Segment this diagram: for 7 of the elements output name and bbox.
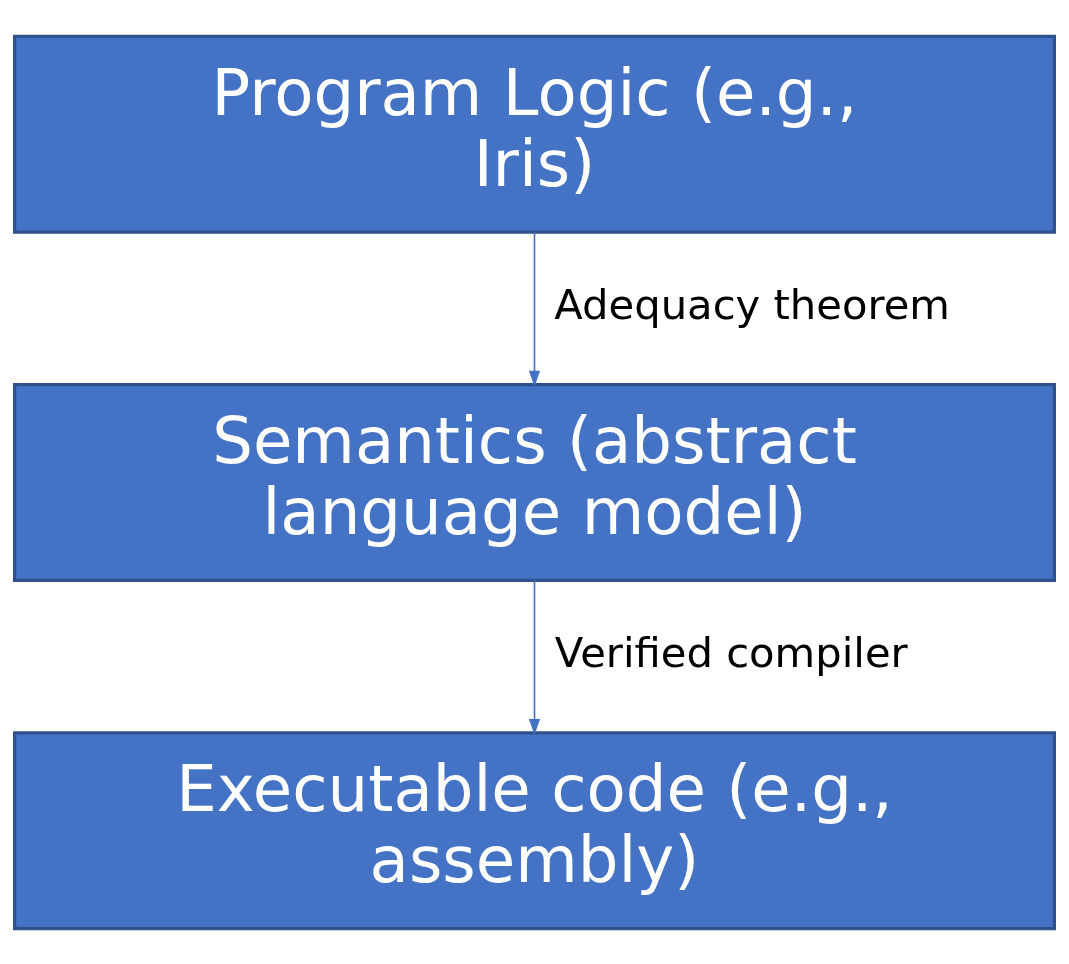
node-box: Executable code (e.g., assembly) <box>13 730 1056 930</box>
arrow <box>528 231 541 387</box>
edge-label: Adequacy theorem <box>554 279 950 329</box>
node-box: Semantics (abstract language model) <box>13 382 1056 582</box>
node-box: Program Logic (e.g., Iris) <box>13 34 1056 234</box>
edge-label: Verified compiler <box>554 627 908 677</box>
arrow <box>528 579 541 735</box>
